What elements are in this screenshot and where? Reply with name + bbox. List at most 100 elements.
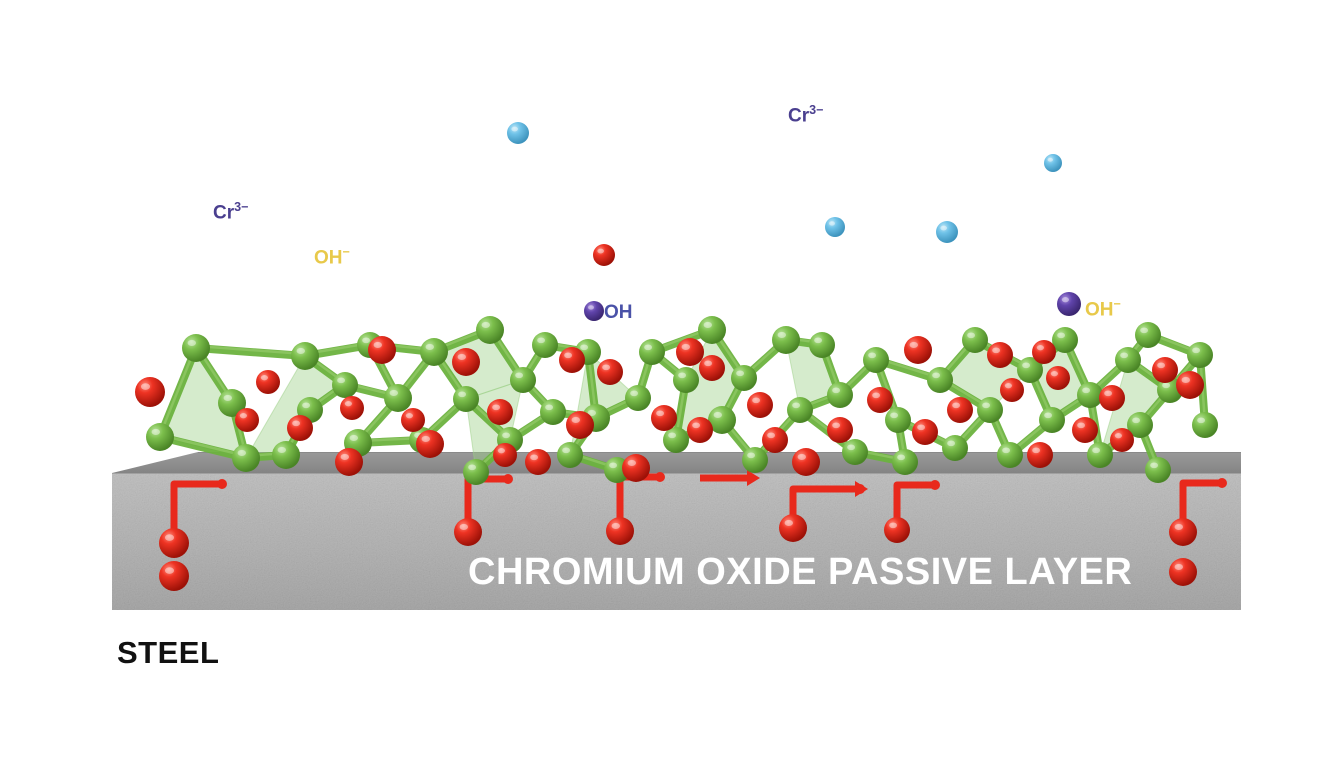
ion-label-charge: − <box>1113 297 1121 311</box>
chromium-atom <box>272 441 300 469</box>
chromium-atom <box>540 399 566 425</box>
oxygen-atom <box>340 396 364 420</box>
chromium-atom <box>787 397 813 423</box>
chromium-atom <box>510 367 536 393</box>
embedded-oxygen-chains <box>159 470 1227 591</box>
chromium-atom <box>673 367 699 393</box>
chromium-atom <box>463 459 489 485</box>
ion-label-text: OH <box>1085 299 1114 321</box>
oxygen-atom <box>525 449 551 475</box>
oxygen-atom <box>256 370 280 394</box>
chromium-atom <box>977 397 1003 423</box>
chromium-atom <box>384 384 412 412</box>
chromium-atom <box>557 442 583 468</box>
oxygen-atom <box>452 348 480 376</box>
chromium-atom <box>885 407 911 433</box>
chromium-atom <box>809 332 835 358</box>
embedded-oxygen-atom <box>884 517 910 543</box>
free-blue-ion <box>825 217 845 237</box>
chromium-atom <box>1039 407 1065 433</box>
chromium-atom <box>663 427 689 453</box>
ion-label-text: Cr <box>788 105 810 127</box>
oxygen-atom <box>762 427 788 453</box>
bond-highlight <box>158 433 248 458</box>
chromium-atom <box>625 385 651 411</box>
embedded-oxygen-atom <box>1169 558 1197 586</box>
ion-label-oh-left: OH− <box>314 245 350 269</box>
oxygen-diffusion-path <box>893 481 939 534</box>
chromium-oxide-film <box>135 316 1218 485</box>
free-ion-layer <box>507 122 1081 321</box>
path-node <box>217 479 227 489</box>
oxygen-diffusion-path <box>1179 479 1226 536</box>
oxygen-atom <box>827 417 853 443</box>
chromium-atom <box>1077 382 1103 408</box>
migration-arrow-head <box>855 481 868 497</box>
oxygen-atom <box>1176 371 1204 399</box>
oxygen-diffusion-path <box>170 480 226 547</box>
chromium-atom <box>742 447 768 473</box>
chromium-atom <box>182 334 210 362</box>
oxygen-atom <box>487 399 513 425</box>
oxygen-atom <box>687 417 713 443</box>
path-node <box>1217 478 1227 488</box>
oxygen-atom <box>335 448 363 476</box>
chromium-atom <box>731 365 757 391</box>
free-blue-ion <box>1044 154 1062 172</box>
chromium-atom <box>332 372 358 398</box>
ion-label-charge: − <box>342 245 350 259</box>
oxygen-atom <box>1000 378 1024 402</box>
chromium-atom <box>772 326 800 354</box>
embedded-oxygen-atom <box>159 528 189 558</box>
steel-caption: STEEL <box>117 635 220 670</box>
oxygen-atom <box>1072 417 1098 443</box>
oxygen-atom <box>747 392 773 418</box>
oxygen-atom <box>135 377 165 407</box>
ion-label-text: Cr <box>213 202 235 224</box>
oxygen-atom <box>1110 428 1134 452</box>
ion-label-text: OH <box>314 247 343 269</box>
chromium-atom <box>1192 412 1218 438</box>
chromium-atom <box>1145 457 1171 483</box>
oxygen-atom <box>1046 366 1070 390</box>
oxygen-atom <box>904 336 932 364</box>
oxygen-atom <box>493 443 517 467</box>
chromium-atom <box>827 382 853 408</box>
ion-label-charge: 3− <box>234 200 249 214</box>
oxygen-atom <box>566 411 594 439</box>
oxygen-atom <box>792 448 820 476</box>
chromium-atom <box>942 435 968 461</box>
passive-layer-caption: CHROMIUM OXIDE PASSIVE LAYER <box>468 551 1133 593</box>
chromium-atom <box>892 449 918 475</box>
hydroxide-ion-marker <box>584 301 604 321</box>
chromium-atom <box>453 386 479 412</box>
chromium-atom <box>708 406 736 434</box>
embedded-oxygen-atom <box>606 517 634 545</box>
chromium-atom <box>1087 442 1113 468</box>
bond-highlight <box>158 344 198 437</box>
oxygen-atom <box>235 408 259 432</box>
oxygen-atom <box>1032 340 1056 364</box>
ion-label-charge: 3− <box>809 103 824 117</box>
oxygen-atom <box>651 405 677 431</box>
bond-highlight <box>194 344 307 356</box>
oxygen-atom <box>699 355 725 381</box>
oxygen-atom <box>416 430 444 458</box>
oxygen-atom <box>912 419 938 445</box>
free-oxygen-ion <box>593 244 615 266</box>
oxygen-atom <box>947 397 973 423</box>
embedded-oxygen-atom <box>1169 518 1197 546</box>
oxygen-atom <box>676 338 704 366</box>
chromium-atom <box>1115 347 1141 373</box>
chromium-atom <box>146 423 174 451</box>
chromium-atom <box>1135 322 1161 348</box>
ion-label-oh-mid: OH <box>604 302 633 324</box>
free-blue-ion <box>507 122 529 144</box>
chromium-atom <box>291 342 319 370</box>
oxygen-atom <box>597 359 623 385</box>
chromium-atom <box>962 327 988 353</box>
chromium-atom <box>863 347 889 373</box>
path-node <box>503 474 513 484</box>
oxygen-atom <box>987 342 1013 368</box>
